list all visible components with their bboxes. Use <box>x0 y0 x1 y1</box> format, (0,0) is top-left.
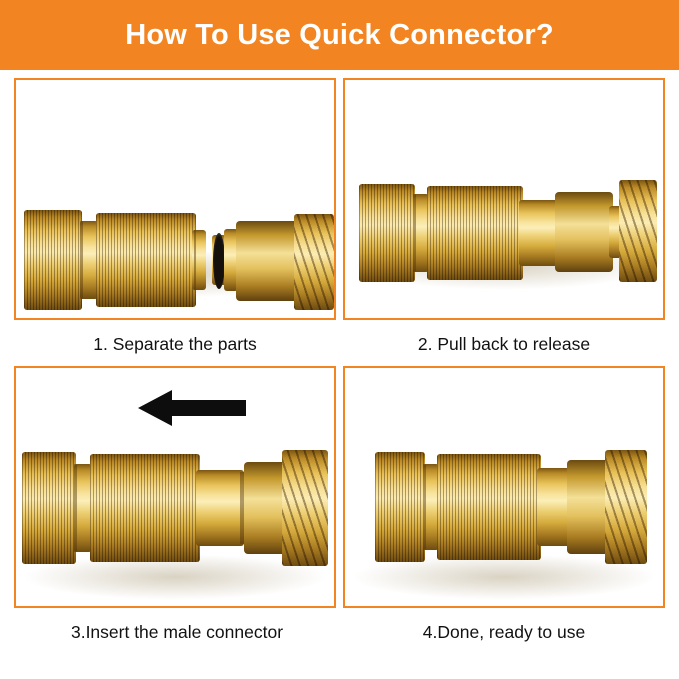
step-card-1: 1. Separate the parts <box>14 78 336 355</box>
page-title: How To Use Quick Connector? <box>125 18 554 51</box>
step-3-image <box>14 366 336 608</box>
coupler-body-knurled <box>96 213 196 307</box>
coupler-body-knurled <box>90 454 200 562</box>
step-card-4: 4.Done, ready to use <box>343 366 665 643</box>
male-hex-body <box>555 192 613 272</box>
step-card-2: 2. Pull back to release <box>343 78 665 355</box>
coupler-shoulder <box>80 221 98 299</box>
coupler-seam <box>413 194 416 272</box>
coupler-nose-seam <box>194 230 196 290</box>
coupler-nose <box>519 200 559 266</box>
male-shoulder <box>224 229 238 291</box>
male-hex-body <box>567 460 609 554</box>
o-ring <box>213 233 225 289</box>
coupler-seam <box>74 464 77 552</box>
male-threaded-end <box>282 450 328 566</box>
male-threaded-end <box>294 214 334 310</box>
step-1-caption: 1. Separate the parts <box>93 334 257 354</box>
step-1-image <box>14 78 336 320</box>
male-threaded-end <box>619 180 657 282</box>
step-2-caption: 2. Pull back to release <box>417 334 591 354</box>
steps-grid: 1. Separate the parts 2. Pull back to re… <box>0 70 679 679</box>
arrow-left-icon <box>138 390 246 426</box>
joint-gap <box>240 472 246 544</box>
male-hex-body <box>244 462 286 554</box>
coupler-body-knurled <box>437 454 541 560</box>
step-2-image <box>343 78 665 320</box>
coupler-knurled-collar <box>24 210 82 310</box>
coupler-shoulder <box>74 464 92 552</box>
step-card-3: 3.Insert the male connector <box>14 366 336 643</box>
coupler-knurled-collar <box>375 452 425 562</box>
header-banner: How To Use Quick Connector? <box>0 0 679 70</box>
step-4-caption: 4.Done, ready to use <box>422 622 586 642</box>
coupler-seam <box>423 464 426 550</box>
coupler-body-knurled <box>427 186 523 280</box>
male-threaded-end <box>605 450 647 564</box>
coupler-nose <box>192 230 206 290</box>
coupler-nose <box>196 470 244 546</box>
coupler-knurled-collar <box>22 452 76 564</box>
step-3-caption: 3.Insert the male connector <box>70 622 284 642</box>
coupler-nose <box>537 468 571 546</box>
coupler-seam <box>80 221 83 299</box>
coupler-knurled-collar <box>359 184 415 282</box>
male-hex-body <box>236 221 298 301</box>
coupler-shoulder <box>413 194 429 272</box>
step-4-image <box>343 366 665 608</box>
coupler-shoulder <box>423 464 439 550</box>
